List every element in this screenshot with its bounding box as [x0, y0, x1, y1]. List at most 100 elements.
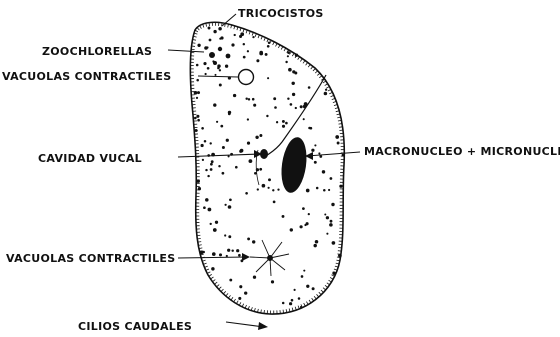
cilium-tick: [258, 35, 259, 38]
cytoplasm-granule: [229, 279, 232, 282]
cytoplasm-granule: [285, 122, 288, 125]
cilium-tick: [214, 282, 217, 284]
cytoplasm-granule: [314, 161, 317, 164]
cilium-tick: [276, 43, 278, 46]
cilium-tick: [283, 310, 284, 313]
cilium-tick: [326, 87, 329, 89]
cytoplasm-granule: [198, 187, 201, 190]
cilium-tick: [231, 297, 233, 300]
cytoplasm-granule: [215, 74, 217, 76]
cilium-tick: [292, 53, 294, 56]
cilium-tick: [255, 34, 256, 37]
cilium-tick: [278, 45, 280, 48]
cytoplasm-granule: [300, 225, 303, 228]
cytoplasm-granule: [271, 280, 274, 283]
label-vacuolas-contractiles-top: VACUOLAS CONTRACTILES: [2, 70, 171, 83]
cytoplasm-granule: [342, 154, 344, 156]
cytoplasm-granule: [294, 289, 296, 291]
cytoplasm-granule: [267, 45, 270, 48]
cytoplasm-granule: [287, 55, 289, 57]
cytoplasm-granule: [292, 93, 295, 96]
cytoplasm-granule: [282, 120, 285, 123]
arrowhead-vacuolas-bottom: [242, 253, 250, 261]
cytoplasm-granule: [200, 144, 203, 147]
cytoplasm-granule: [331, 203, 334, 206]
cytoplasm-granule: [312, 287, 315, 290]
cilium-tick: [211, 277, 214, 279]
cilium-tick: [234, 299, 236, 302]
cytoplasm-granule: [224, 234, 226, 236]
cilium-tick: [303, 60, 305, 63]
cytoplasm-granule: [335, 135, 339, 139]
cytoplasm-granule: [203, 206, 206, 209]
cytoplasm-granule: [210, 163, 213, 166]
cilium-tick: [332, 98, 335, 99]
cytoplasm-granule: [330, 220, 333, 223]
cytoplasm-granule: [295, 54, 298, 57]
cytoplasm-granule: [202, 251, 205, 254]
cytoplasm-granule: [290, 103, 293, 106]
cytoplasm-granule: [194, 117, 197, 120]
cytoplasm-granule: [196, 64, 199, 67]
pointer-vacuolas-top: [198, 76, 238, 77]
cytoplasm-granule: [300, 306, 302, 308]
cilium-tick: [334, 105, 337, 106]
cytoplasm-granule: [210, 223, 212, 225]
macronucleus: [278, 136, 310, 195]
cytoplasm-granule: [210, 142, 212, 144]
cytoplasm-granule: [326, 233, 328, 235]
cytoplasm-granule: [303, 270, 305, 272]
cilium-tick: [295, 307, 296, 310]
cytoplasm-granule: [326, 216, 329, 219]
cilium-tick: [329, 92, 332, 93]
cytoplasm-granule: [300, 105, 303, 108]
cytoplasm-granule: [234, 34, 236, 36]
cytoplasm-granule: [222, 146, 225, 149]
cytoplasm-granule: [233, 94, 236, 97]
cytoplasm-granule: [218, 165, 220, 167]
cytoplasm-granule: [236, 249, 239, 252]
cytoplasm-granule: [259, 51, 263, 55]
cytoplasm-granule: [290, 228, 293, 231]
contractile-vacuole-bottom: [250, 240, 289, 276]
cytoplasm-granule: [213, 103, 216, 106]
cytoplasm-granule: [196, 115, 199, 118]
cilium-tick: [197, 27, 199, 30]
cytoplasm-granule: [289, 302, 292, 305]
cytoplasm-granule: [291, 299, 294, 302]
label-tricocistos: TRICOCISTOS: [238, 7, 324, 20]
cytoplasm-granule: [197, 91, 200, 94]
cilium-tick: [327, 283, 330, 285]
cilium-tick: [292, 308, 293, 311]
cilium-tick: [333, 101, 336, 102]
cytoplasm-granule: [195, 129, 198, 132]
cilium-tick: [325, 84, 328, 86]
label-macronucleo-micronucleo: MACRONUCLEO + MICRONUCLEO: [364, 145, 560, 158]
cytoplasm-granule: [314, 144, 316, 146]
cytoplasm-granule: [238, 254, 241, 257]
cytoplasm-granule: [207, 67, 210, 70]
cytoplasm-granule: [217, 67, 220, 70]
cytoplasm-granule: [318, 152, 320, 154]
cytoplasm-granule: [240, 149, 244, 153]
cytoplasm-granule: [218, 27, 222, 31]
cytoplasm-granule: [224, 204, 226, 206]
cytoplasm-granule: [306, 189, 310, 193]
cilium-tick: [223, 291, 225, 294]
cytoplasm-granule: [252, 98, 255, 101]
cilium-tick: [226, 293, 228, 296]
cytoplasm-granule: [268, 187, 270, 189]
cilium-tick: [319, 76, 322, 78]
cilium-tick: [212, 280, 215, 282]
cytoplasm-granule: [202, 159, 204, 161]
cytoplasm-granule: [227, 249, 230, 252]
cilium-tick: [308, 64, 310, 67]
cytoplasm-granule: [212, 252, 216, 256]
cytoplasm-granule: [205, 198, 209, 202]
cilium-tick: [330, 277, 333, 279]
arrowhead-cilios: [258, 322, 268, 330]
cilium-tick: [267, 39, 269, 42]
cilium-tick: [312, 298, 314, 301]
cilium-tick: [311, 66, 313, 69]
